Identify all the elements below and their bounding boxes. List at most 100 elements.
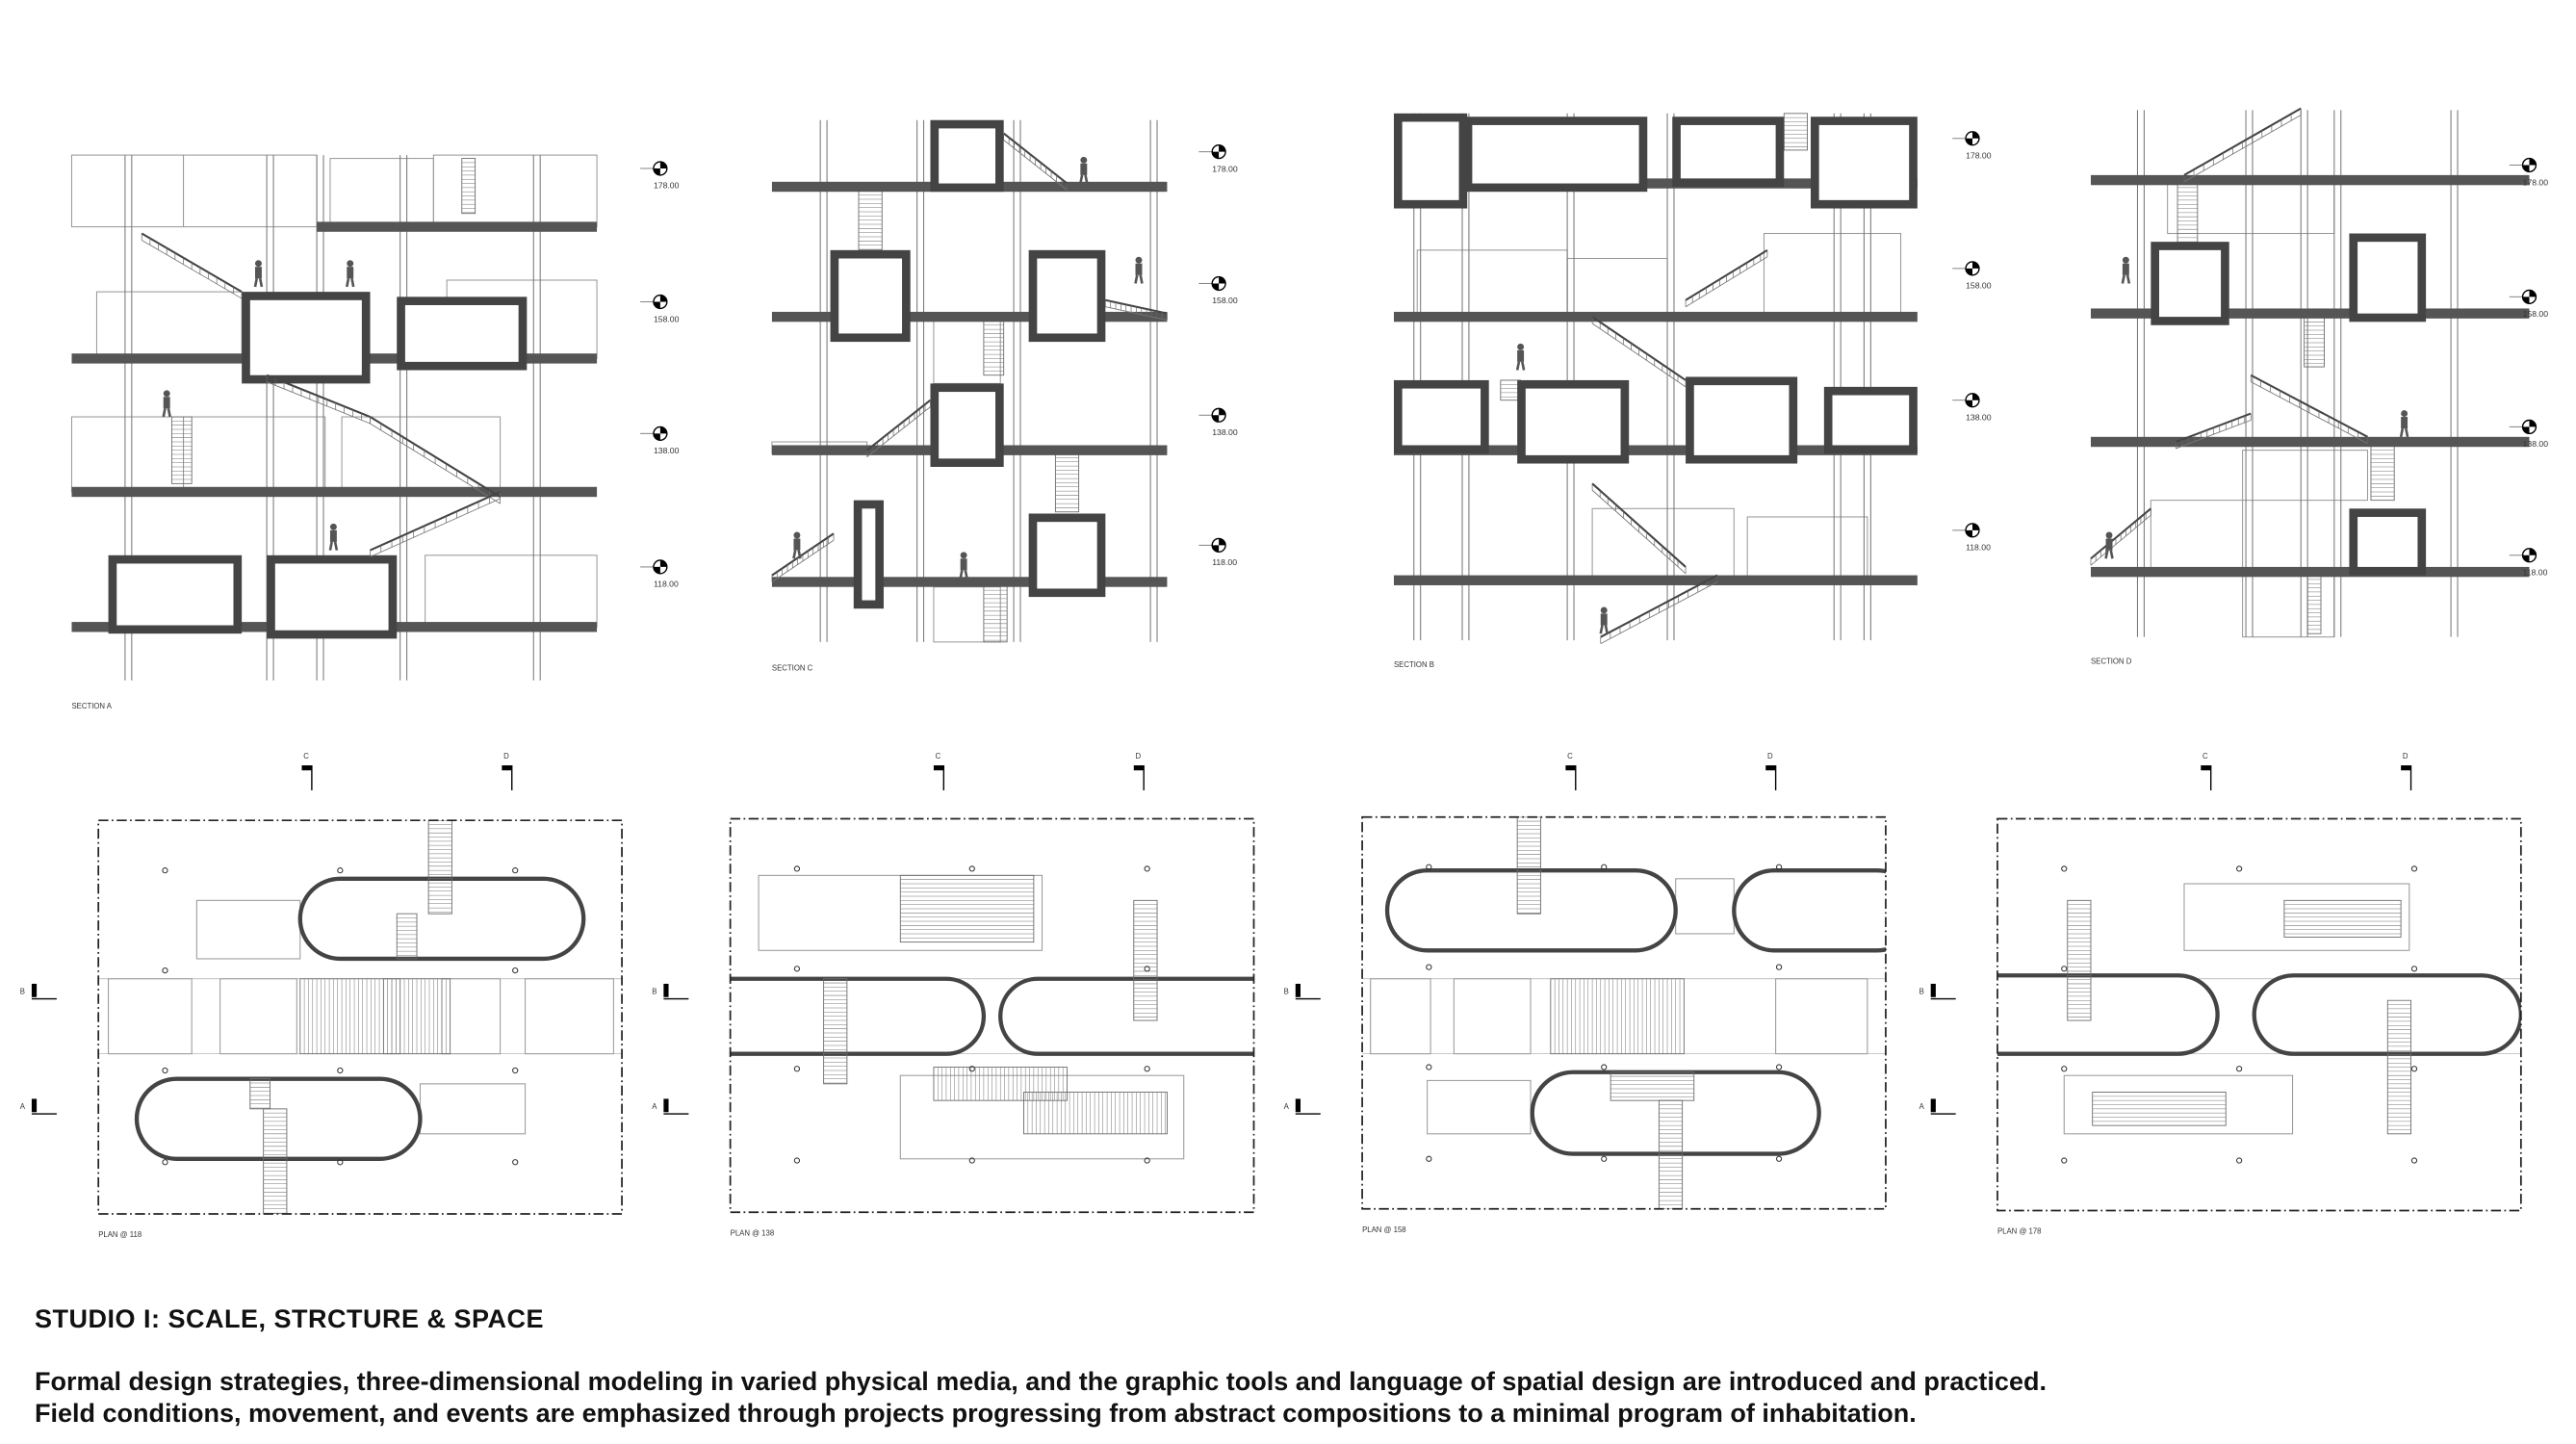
column-dot xyxy=(1775,1064,1783,1070)
level-label: 138.00 xyxy=(1966,413,1992,423)
level-marker-fill xyxy=(653,162,667,175)
figure-leg xyxy=(1139,274,1144,284)
background-volume xyxy=(1746,516,1868,581)
stair-run xyxy=(427,820,452,915)
pill-room xyxy=(297,876,586,962)
room-box xyxy=(2349,233,2427,322)
figure-body xyxy=(1135,263,1143,275)
column-dot xyxy=(512,867,519,874)
room-box xyxy=(930,383,1004,467)
human-figure xyxy=(792,531,802,559)
section-cut-marker-b: B xyxy=(20,987,25,995)
section-cut-marker-icon xyxy=(2401,765,2411,771)
column-dot xyxy=(1426,1064,1432,1070)
figure-head xyxy=(163,390,170,398)
column-dot xyxy=(2410,966,2418,972)
column-dot xyxy=(1144,1066,1150,1072)
floor-slab xyxy=(771,311,1168,322)
level-marker-fill xyxy=(2522,548,2537,562)
background-volume xyxy=(2242,450,2369,502)
section-cut-marker-icon xyxy=(1930,1098,1936,1113)
pill-room xyxy=(1732,867,1886,953)
figure-leg xyxy=(2104,550,2109,559)
column-dot xyxy=(968,1066,975,1072)
background-volume xyxy=(95,291,243,359)
stair-run xyxy=(2283,899,2402,938)
floor-slab xyxy=(1393,445,1918,455)
column-dot xyxy=(337,867,344,874)
section-label: SECTION A xyxy=(71,702,112,710)
column-dot xyxy=(512,1067,519,1074)
plan-content xyxy=(1362,816,1886,1209)
figure-body xyxy=(960,558,967,571)
figure-leg xyxy=(792,550,797,559)
site-boundary xyxy=(97,819,623,1215)
section-cut-marker-icon xyxy=(1295,1098,1301,1113)
level-marker-fill xyxy=(2522,158,2537,172)
room-box xyxy=(2151,242,2229,325)
figure-leg xyxy=(253,278,259,288)
floor-slab xyxy=(2090,308,2530,319)
figure-leg xyxy=(964,570,968,580)
human-figure xyxy=(1079,156,1089,184)
level-label: 138.00 xyxy=(654,446,680,455)
figure-head xyxy=(1517,343,1525,350)
human-figure xyxy=(328,523,339,551)
figure-leg xyxy=(1079,174,1084,184)
column-dot xyxy=(968,865,975,872)
plan-label: PLAN @ 158 xyxy=(1362,1225,1406,1234)
level-marker-fill xyxy=(653,426,667,441)
level-marker-fill xyxy=(1966,523,1979,537)
figure-body xyxy=(1080,163,1088,175)
background-volume xyxy=(1775,978,1868,1055)
plan-label: PLAN @ 178 xyxy=(1997,1227,2042,1236)
figure-leg xyxy=(959,570,964,580)
section-cut-marker-c: C xyxy=(303,752,309,761)
section-cut-marker-d: D xyxy=(1767,752,1773,761)
background-volume xyxy=(329,158,434,228)
column-dot xyxy=(2061,1066,2068,1072)
background-volume xyxy=(525,978,614,1055)
caption-line-2: Field conditions, movement, and events a… xyxy=(35,1399,1917,1428)
background-volume xyxy=(183,154,318,228)
pill-room xyxy=(998,976,1254,1056)
background-volume xyxy=(1763,232,1902,318)
column-dot xyxy=(512,967,519,974)
floor-slab xyxy=(1393,311,1918,322)
column-dot xyxy=(1144,966,1150,972)
background-volume xyxy=(70,416,185,493)
plan-3: PLAN @ 158 C D B A xyxy=(1284,752,1887,1234)
room-box xyxy=(1810,116,1918,209)
column-dot xyxy=(337,1067,344,1074)
caption-title: STUDIO I: SCALE, STRCTURE & SPACE xyxy=(35,1304,545,1333)
room-box xyxy=(1028,249,1106,343)
stair-flight xyxy=(771,532,835,577)
section-cut-marker-a: A xyxy=(652,1102,657,1111)
section-cut-marker-c: C xyxy=(1567,752,1573,761)
level-marker-fill xyxy=(1966,261,1979,275)
section-cut-marker-icon xyxy=(2201,765,2211,771)
section-cut-marker-b: B xyxy=(1284,987,1289,995)
plan-content xyxy=(98,820,623,1214)
section-cut-marker-a: A xyxy=(1284,1102,1290,1111)
column-dot xyxy=(1775,864,1783,870)
column-dot xyxy=(2061,865,2068,872)
room-box xyxy=(830,249,911,343)
section-cut-marker-d: D xyxy=(503,752,509,761)
background-volume xyxy=(1427,1079,1532,1135)
background-volume xyxy=(1591,507,1735,581)
background-volume xyxy=(1416,249,1568,318)
column-dot xyxy=(2410,1157,2418,1164)
floor-slab xyxy=(71,486,598,498)
background-volume xyxy=(2242,575,2335,638)
stair-run xyxy=(858,186,883,251)
column-dot xyxy=(793,966,801,972)
caption-line-1: Formal design strategies, three-dimensio… xyxy=(35,1367,2047,1396)
figure-leg xyxy=(1599,625,1604,634)
section-label: SECTION D xyxy=(2091,657,2132,665)
room-box xyxy=(397,297,528,371)
figure-leg xyxy=(1521,361,1526,371)
background-volume xyxy=(2167,179,2335,235)
level-label: 158.00 xyxy=(2523,309,2549,319)
stair-stringer xyxy=(1591,489,1687,575)
